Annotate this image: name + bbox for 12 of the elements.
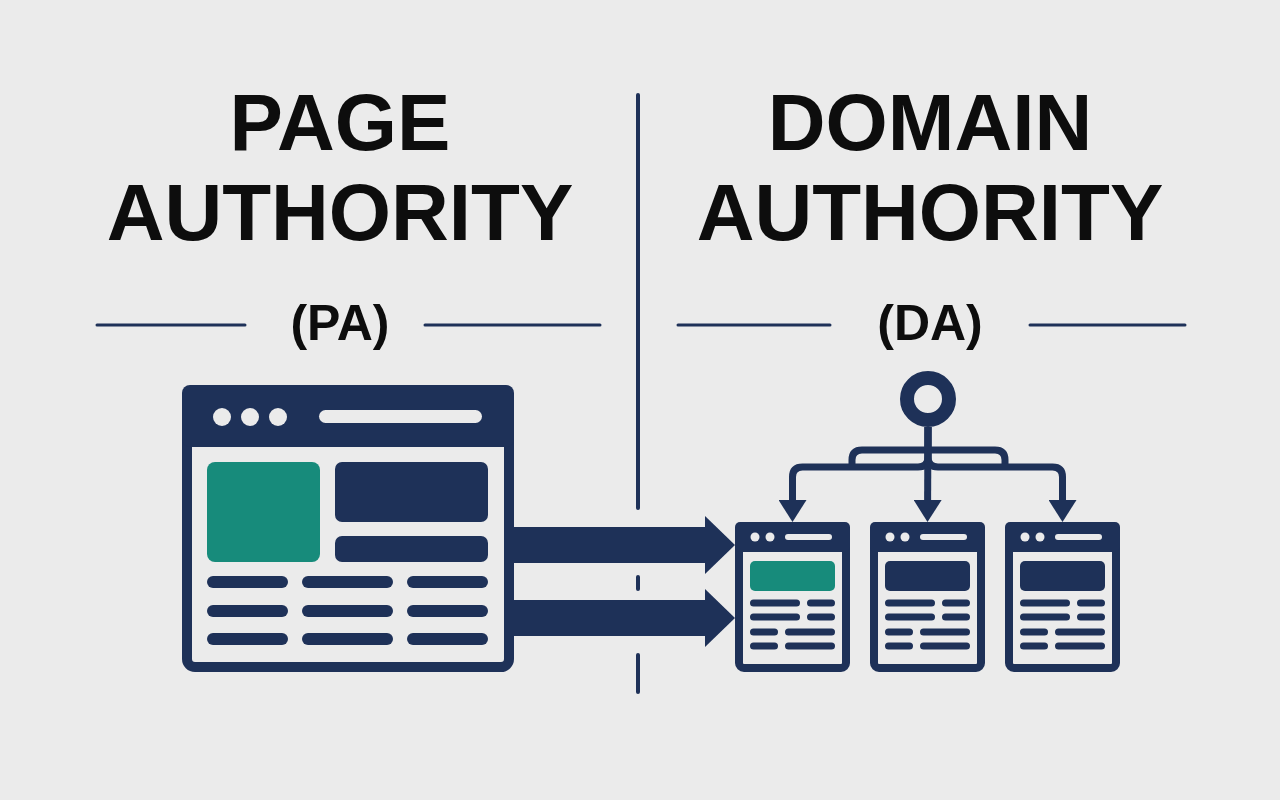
abbreviation: (DA) — [877, 295, 983, 351]
web-page-icon — [870, 522, 985, 672]
web-page-icon — [1005, 522, 1120, 672]
hub-circle — [900, 371, 956, 427]
arrow — [514, 589, 735, 647]
abbreviation: (PA) — [290, 295, 390, 351]
heading: DOMAIN AUTHORITY — [696, 78, 1164, 258]
web-page-icon — [735, 522, 850, 672]
heading: PAGE AUTHORITY — [106, 78, 574, 258]
web-page-icon — [182, 385, 514, 672]
arrow — [913, 426, 942, 522]
arrow — [514, 516, 735, 574]
